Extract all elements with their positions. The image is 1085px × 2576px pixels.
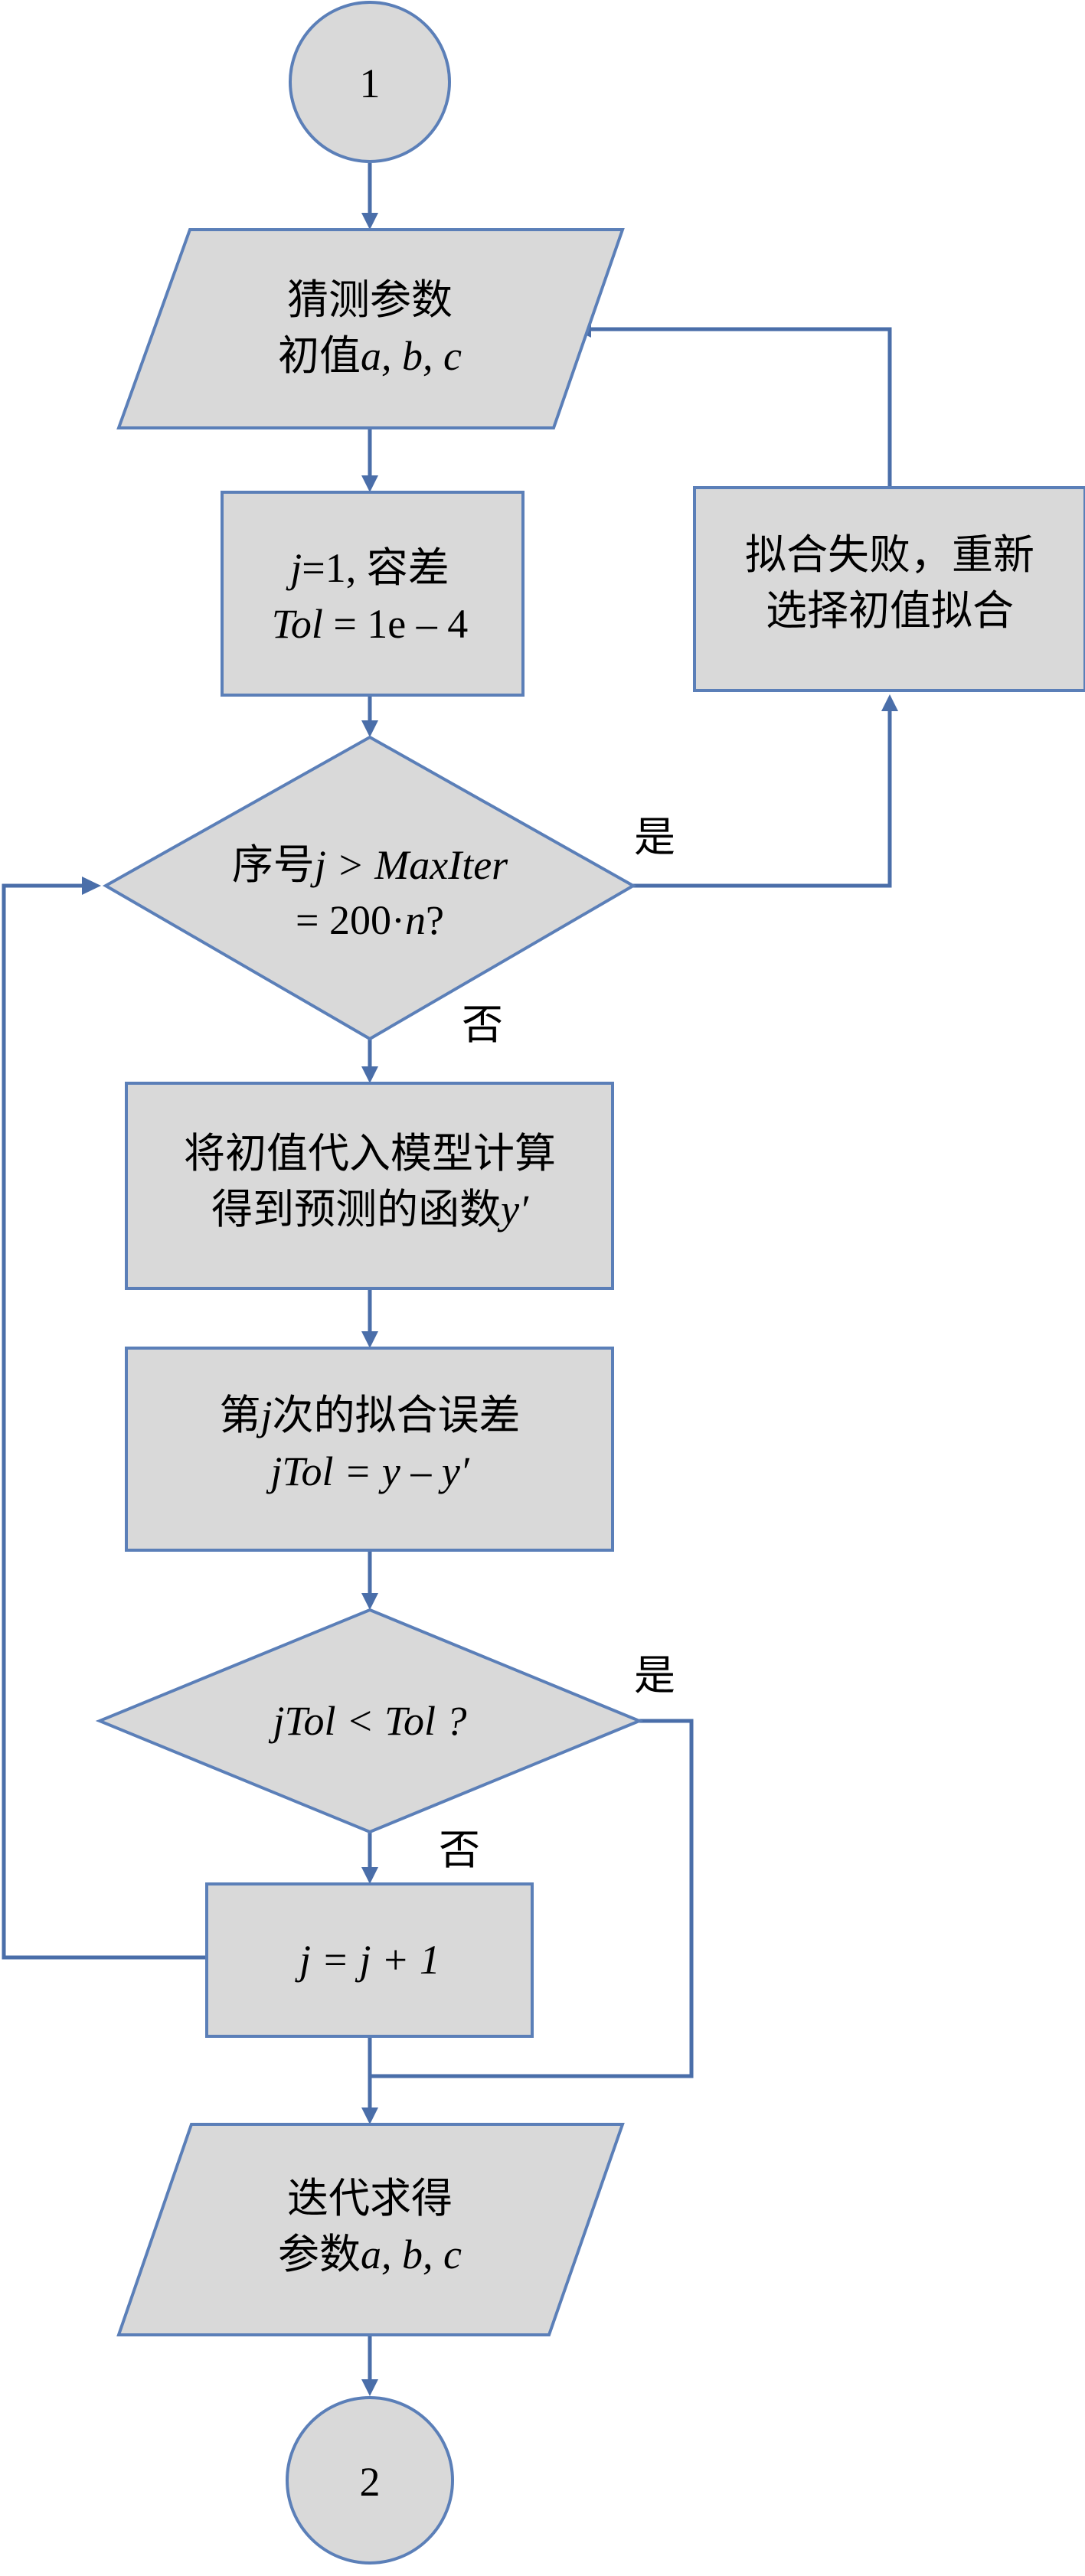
- no-label-iter: 否: [462, 1002, 503, 1048]
- start-connector: 1: [289, 1, 451, 163]
- compute-model-line1: 将初值代入模型计算: [184, 1131, 556, 1177]
- edge-fit-failed-to-guess: [588, 327, 892, 488]
- arrowhead: [881, 694, 898, 711]
- result-node: 迭代求得 参数a, b, c: [116, 2123, 625, 2336]
- arrowhead: [361, 213, 378, 230]
- arrowhead: [361, 1593, 378, 1610]
- increment-node: j = j + 1: [205, 1882, 534, 2038]
- yes-label-tol: 是: [634, 1653, 675, 1699]
- start-connector-label: 1: [360, 60, 381, 106]
- fit-failed-line1: 拟合失败，重新: [745, 532, 1034, 578]
- compute-model-line2: 得到预测的函数y′: [211, 1187, 529, 1232]
- arrowhead: [361, 1331, 378, 1348]
- arrowhead: [361, 1867, 378, 1884]
- edges: [2, 163, 898, 2396]
- compute-model-node: 将初值代入模型计算 得到预测的函数y′: [125, 1082, 614, 1290]
- guess-params-node: 猜测参数 初值a, b, c: [116, 228, 625, 429]
- end-connector: 2: [286, 2396, 454, 2565]
- increment-label: j = j + 1: [295, 1937, 440, 1983]
- edge-decision-tol-yes-to-result: [370, 1719, 694, 2078]
- fit-error-line1: 第j次的拟合误差: [219, 1392, 520, 1438]
- arrowhead: [361, 2107, 378, 2124]
- no-label-tol: 否: [439, 1827, 480, 1873]
- arrowhead: [82, 877, 101, 895]
- init-step-line1: j=1, 容差: [286, 545, 449, 591]
- decision-iter-line1: 序号j > MaxIter: [232, 842, 508, 888]
- decision-iter-line2: = 200·n?: [296, 897, 444, 943]
- arrowhead: [361, 475, 378, 492]
- edge-decision-yes-to-fit-failed: [633, 708, 892, 888]
- arrowhead: [361, 720, 378, 737]
- fit-failed-line2: 选择初值拟合: [766, 588, 1014, 634]
- decision-tol-node: jTol < Tol ?: [95, 1608, 644, 1834]
- result-line2: 参数a, b, c: [278, 2232, 462, 2277]
- arrowhead: [361, 1066, 378, 1083]
- decision-tol-label: jTol < Tol ?: [268, 1698, 466, 1744]
- result-line1: 迭代求得: [287, 2176, 453, 2222]
- decision-iter-node: 序号j > MaxIter = 200·n?: [102, 735, 637, 1041]
- yes-label-iter: 是: [634, 815, 675, 860]
- edge-increment-loop-back: [2, 883, 207, 1960]
- fit-failed-node: 拟合失败，重新 选择初值拟合: [693, 486, 1085, 692]
- init-step-node: j=1, 容差 Tol = 1e – 4: [221, 491, 525, 697]
- guess-params-line1: 猜测参数: [287, 277, 453, 323]
- init-step-line2: Tol = 1e – 4: [272, 601, 469, 647]
- fit-error-node: 第j次的拟合误差 jTol = y – y′: [125, 1347, 614, 1552]
- fit-error-line2: jTol = y – y′: [266, 1448, 469, 1494]
- guess-params-line2: 初值a, b, c: [278, 333, 462, 379]
- end-connector-label: 2: [360, 2459, 381, 2505]
- arrowhead: [361, 2379, 378, 2396]
